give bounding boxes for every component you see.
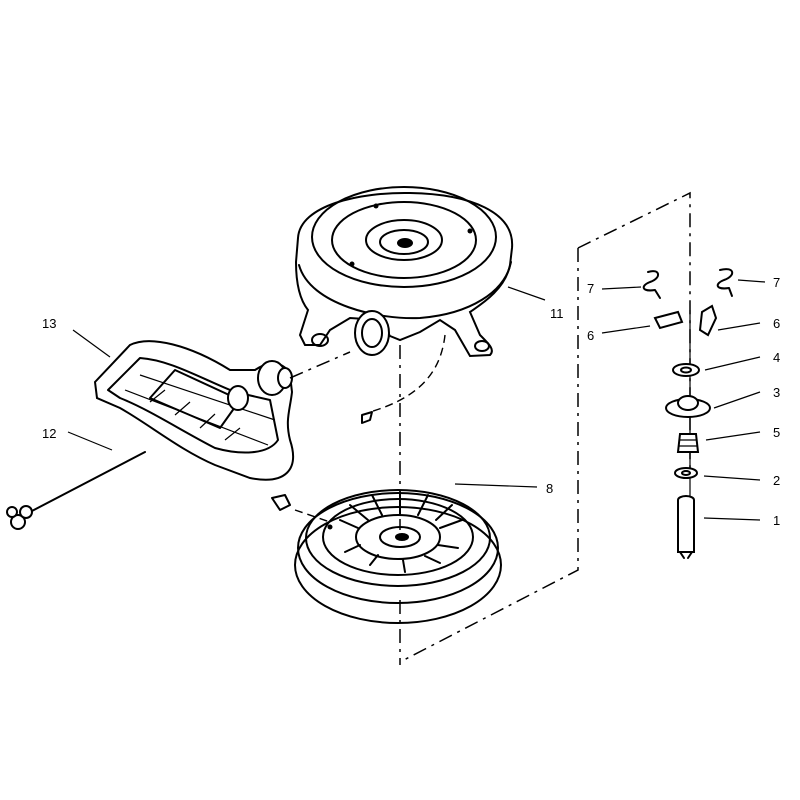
callout-11: 11 (550, 306, 564, 321)
callout-7-left: 7 (587, 281, 594, 296)
callout-1: 1 (773, 513, 780, 528)
pawl-path-dashed (369, 334, 446, 413)
starter-housing (294, 186, 514, 358)
leader-lines (67, 279, 766, 521)
assembly-phantom-frame (399, 191, 691, 665)
callout-7-right: 7 (773, 275, 780, 290)
clip-path-dashed (294, 509, 331, 523)
starter-handle (93, 340, 295, 481)
callout-labels: 13 12 11 8 7 6 7 6 4 3 5 2 1 (42, 275, 780, 528)
callout-2: 2 (773, 473, 780, 488)
rope-pulley (294, 489, 502, 624)
rope-path-dashed (289, 351, 351, 379)
callout-3: 3 (773, 385, 780, 400)
callout-6-left: 6 (587, 328, 594, 343)
pawl-clip-upper (361, 411, 373, 424)
starter-rope (6, 451, 146, 530)
callout-13: 13 (42, 316, 56, 331)
callout-6-right: 6 (773, 316, 780, 331)
pawl-clip-lower (271, 494, 291, 511)
callout-8: 8 (546, 481, 553, 496)
callout-12: 12 (42, 426, 56, 441)
callout-4: 4 (773, 350, 780, 365)
callout-5: 5 (773, 425, 780, 440)
right-parts-stack (642, 268, 734, 559)
